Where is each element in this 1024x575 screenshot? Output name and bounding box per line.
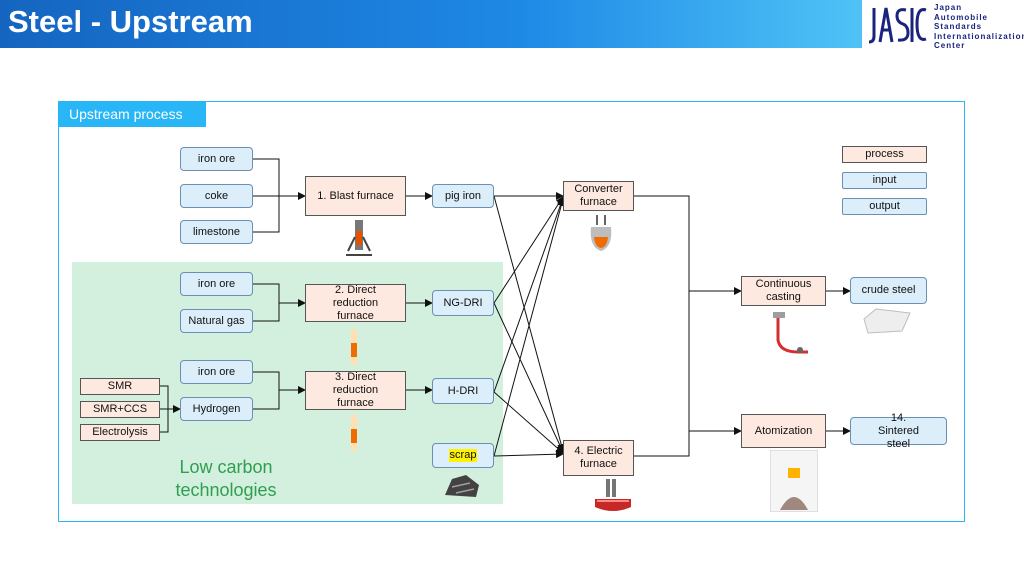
legend-input: input: [842, 172, 927, 189]
low-carbon-label: Low carbon technologies: [160, 456, 292, 502]
blast-furnace-illustration: [346, 220, 372, 256]
jasic-logo-icon: [868, 7, 927, 44]
legend-input-label: input: [872, 174, 897, 186]
input-iron-ore-2: iron ore: [180, 272, 253, 296]
process-label: 2. Direct reduction furnace: [332, 283, 379, 322]
output-h-dri: H-DRI: [432, 378, 494, 404]
direct-reduction-illustration-1: [351, 329, 357, 365]
input-iron-ore-1: iron ore: [180, 147, 253, 171]
converter-illustration: [590, 215, 612, 251]
output-scrap: scrap: [432, 443, 494, 468]
input-label: Electrolysis: [92, 426, 148, 438]
process-label: 3. Direct reduction furnace: [332, 371, 379, 409]
legend-output: output: [842, 198, 927, 215]
output-label: crude steel: [861, 284, 916, 296]
process-electric-furnace: 4. Electric furnace: [563, 440, 634, 476]
upstream-process-tab: Upstream process: [58, 102, 206, 127]
atomization-illustration: [770, 450, 818, 512]
logo-text: Japan Automobile Standards International…: [934, 3, 1024, 51]
direct-reduction-illustration-2: [351, 415, 357, 451]
logo-line: Japan: [934, 3, 963, 12]
process-label: 4. Electric furnace: [574, 445, 623, 470]
output-label: pig iron: [444, 189, 482, 202]
legend-process: process: [842, 146, 927, 163]
low-carbon-line-1: Low carbon: [179, 457, 273, 477]
process-blast-furnace: 1. Blast furnace: [305, 176, 406, 216]
input-label: SMR: [107, 380, 133, 392]
input-label: coke: [204, 189, 229, 202]
scrap-illustration: [445, 475, 479, 497]
input-smr-ccs: SMR+CCS: [80, 401, 160, 418]
legend-process-label: process: [865, 148, 904, 160]
input-label: iron ore: [197, 152, 236, 165]
output-label: H-DRI: [447, 384, 479, 397]
output-ng-dri: NG-DRI: [432, 290, 494, 316]
input-label: SMR+CCS: [92, 403, 148, 415]
process-direct-reduction-2: 3. Direct reduction furnace: [305, 371, 406, 410]
input-iron-ore-3: iron ore: [180, 360, 253, 384]
header-bar: Steel - Upstream: [0, 0, 862, 48]
input-label: limestone: [192, 225, 241, 238]
logo-line: Center: [934, 41, 966, 50]
low-carbon-line-2: technologies: [175, 480, 277, 500]
input-label: iron ore: [197, 365, 236, 378]
output-crude-steel: crude steel: [850, 277, 927, 304]
output-label: 14. Sintered steel: [878, 411, 919, 450]
process-label: Converter furnace: [574, 183, 623, 208]
input-hydrogen: Hydrogen: [180, 397, 253, 421]
process-atomization: Atomization: [741, 414, 826, 448]
input-electrolysis: Electrolysis: [80, 424, 160, 441]
logo-line: Standards: [934, 22, 983, 31]
process-direct-reduction-1: 2. Direct reduction furnace: [305, 284, 406, 322]
process-continuous-casting: Continuous casting: [741, 276, 826, 306]
output-sintered-steel: 14. Sintered steel: [850, 412, 947, 450]
output-pig-iron: pig iron: [432, 184, 494, 208]
process-label: 1. Blast furnace: [317, 189, 394, 202]
input-label: Natural gas: [188, 314, 245, 327]
crude-steel-illustration: [863, 308, 911, 334]
input-coke: coke: [180, 184, 253, 208]
process-label: Atomization: [754, 424, 813, 437]
input-limestone: limestone: [180, 220, 253, 244]
output-label: scrap: [448, 449, 478, 462]
upstream-frame: [58, 101, 965, 522]
continuous-casting-illustration: [773, 312, 808, 354]
process-label: Continuous casting: [755, 278, 812, 303]
legend-output-label: output: [869, 200, 900, 212]
input-natural-gas: Natural gas: [180, 309, 253, 333]
process-converter: Converter furnace: [563, 181, 634, 211]
logo-line: Internationalization: [934, 31, 1024, 41]
jasic-logo: Japan Automobile Standards International…: [862, 0, 1024, 51]
input-smr: SMR: [80, 378, 160, 395]
electric-furnace-illustration: [595, 479, 631, 511]
input-label: Hydrogen: [192, 402, 241, 415]
input-label: iron ore: [197, 277, 236, 290]
logo-line: Automobile: [934, 12, 988, 22]
page-title: Steel - Upstream: [8, 4, 253, 39]
output-label: NG-DRI: [443, 296, 483, 309]
